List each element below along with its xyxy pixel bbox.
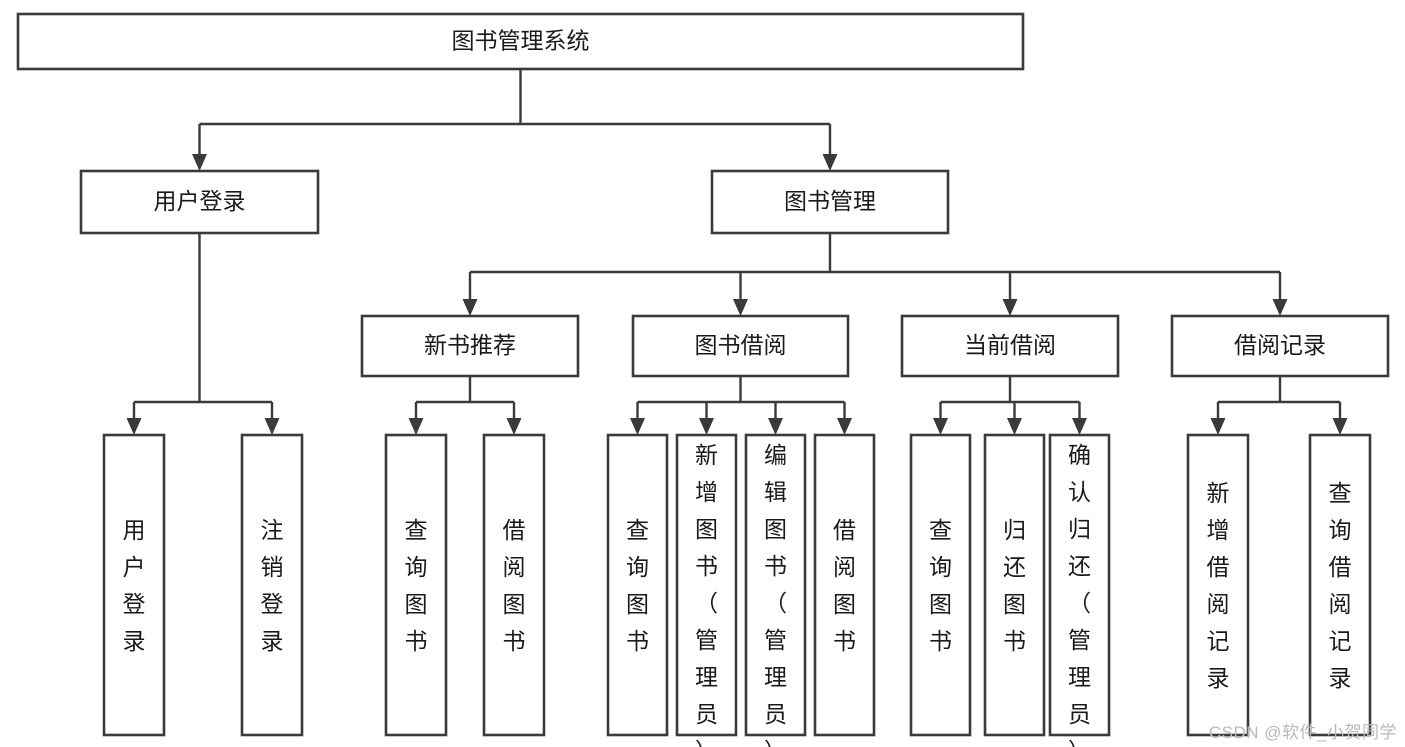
edge-group-new-book-recommend: [408, 376, 522, 435]
node-box-root: [16, 12, 1025, 71]
node-leaf-query-book-cur[interactable]: 查询图书: [909, 433, 972, 737]
arrow-head-icon: [462, 299, 478, 316]
node-box-leaf-add-book: [675, 433, 738, 737]
edge-group-borrow-record: [1210, 376, 1348, 435]
node-label-current-borrow: 当前借阅: [964, 332, 1056, 358]
node-label-borrow-record: 借阅记录: [1234, 332, 1326, 358]
node-label-root: 图书管理系统: [452, 28, 590, 54]
node-box-book-manage: [710, 169, 950, 235]
node-label-leaf-logout: 注销登录: [261, 517, 284, 654]
node-leaf-edit-book[interactable]: 编辑图书（管理员）: [744, 433, 807, 747]
node-label-leaf-borrow-book: 借阅图书: [833, 517, 856, 654]
node-new-book-recommend[interactable]: 新书推荐: [360, 314, 580, 378]
node-borrow-record[interactable]: 借阅记录: [1170, 314, 1390, 378]
node-label-leaf-return-book: 归还图书: [1003, 517, 1026, 654]
node-box-book-borrow: [631, 314, 850, 378]
node-label-leaf-add-record: 新增借阅记录: [1207, 480, 1230, 691]
node-box-leaf-query-book-cur: [909, 433, 972, 737]
arrow-head-icon: [126, 418, 142, 435]
arrow-head-icon: [1332, 418, 1348, 435]
node-leaf-query-book-borrow[interactable]: 查询图书: [606, 433, 669, 737]
node-label-leaf-confirm-return: 确认归还（管理员）: [1068, 442, 1091, 747]
node-box-new-book-recommend: [360, 314, 580, 378]
node-leaf-logout[interactable]: 注销登录: [240, 433, 304, 737]
watermark-label: CSDN @软件_小贺同学: [1208, 723, 1397, 742]
node-box-leaf-logout: [240, 433, 304, 737]
node-book-borrow[interactable]: 图书借阅: [631, 314, 850, 378]
node-label-leaf-edit-book: 编辑图书（管理员）: [764, 442, 787, 747]
node-box-leaf-confirm-return: [1048, 433, 1111, 737]
node-leaf-confirm-return[interactable]: 确认归还（管理员）: [1048, 433, 1111, 747]
node-box-borrow-record: [1170, 314, 1390, 378]
node-leaf-query-record[interactable]: 查询借阅记录: [1308, 433, 1372, 737]
edge-group-root: [192, 69, 838, 171]
arrow-head-icon: [630, 418, 645, 435]
node-leaf-add-book[interactable]: 新增图书（管理员）: [675, 433, 738, 747]
node-user-login[interactable]: 用户登录: [79, 169, 320, 235]
edge-group-book-manage: [462, 233, 1288, 316]
arrow-head-icon: [1210, 418, 1226, 435]
node-box-leaf-return-book: [983, 433, 1046, 737]
node-label-leaf-query-book-borrow: 查询图书: [626, 517, 649, 654]
arrow-head-icon: [192, 154, 207, 171]
node-box-leaf-query-record: [1308, 433, 1372, 737]
edge-group-current-borrow: [933, 376, 1087, 435]
node-root[interactable]: 图书管理系统: [16, 12, 1025, 71]
node-leaf-return-book[interactable]: 归还图书: [983, 433, 1046, 737]
arrow-head-icon: [408, 418, 424, 435]
edge-group-book-borrow: [630, 376, 852, 435]
node-box-leaf-borrow-book-rec: [482, 433, 546, 737]
node-leaf-query-book-rec[interactable]: 查询图书: [384, 433, 448, 737]
node-label-book-manage: 图书管理: [784, 188, 876, 214]
node-box-leaf-query-book-borrow: [606, 433, 669, 737]
node-label-book-borrow: 图书借阅: [695, 332, 787, 358]
node-leaf-user-login[interactable]: 用户登录: [102, 433, 166, 737]
arrow-head-icon: [933, 418, 948, 435]
node-book-manage[interactable]: 图书管理: [710, 169, 950, 235]
node-leaf-borrow-book[interactable]: 借阅图书: [813, 433, 876, 737]
node-box-leaf-user-login: [102, 433, 166, 737]
node-current-borrow[interactable]: 当前借阅: [900, 314, 1120, 378]
arrow-head-icon: [837, 418, 852, 435]
node-box-current-borrow: [900, 314, 1120, 378]
node-label-leaf-query-record: 查询借阅记录: [1329, 480, 1352, 691]
node-layer: 图书管理系统用户登录图书管理新书推荐图书借阅当前借阅借阅记录用户登录注销登录查询…: [16, 12, 1390, 747]
node-box-leaf-borrow-book: [813, 433, 876, 737]
node-label-leaf-add-book: 新增图书（管理员）: [695, 442, 718, 747]
connector-layer: [126, 69, 1348, 435]
node-label-user-login: 用户登录: [154, 188, 246, 214]
node-leaf-add-record[interactable]: 新增借阅记录: [1186, 433, 1250, 737]
arrow-head-icon: [699, 418, 714, 435]
node-label-leaf-borrow-book-rec: 借阅图书: [503, 517, 526, 654]
arrow-head-icon: [1072, 418, 1087, 435]
arrow-head-icon: [1272, 299, 1288, 316]
node-label-leaf-query-book-rec: 查询图书: [405, 517, 428, 654]
node-label-leaf-query-book-cur: 查询图书: [929, 517, 952, 654]
edge-group-user-login: [126, 233, 280, 435]
node-box-user-login: [79, 169, 320, 235]
node-box-leaf-add-record: [1186, 433, 1250, 737]
arrow-head-icon: [264, 418, 280, 435]
node-box-leaf-query-book-rec: [384, 433, 448, 737]
arrow-head-icon: [822, 154, 838, 171]
arrow-head-icon: [733, 299, 748, 316]
node-box-leaf-edit-book: [744, 433, 807, 737]
arrow-head-icon: [1007, 418, 1022, 435]
node-leaf-borrow-book-rec[interactable]: 借阅图书: [482, 433, 546, 737]
node-label-leaf-user-login: 用户登录: [123, 517, 146, 654]
arrow-head-icon: [768, 418, 783, 435]
node-label-new-book-recommend: 新书推荐: [424, 332, 516, 358]
arrow-head-icon: [1002, 299, 1018, 316]
arrow-head-icon: [506, 418, 522, 435]
